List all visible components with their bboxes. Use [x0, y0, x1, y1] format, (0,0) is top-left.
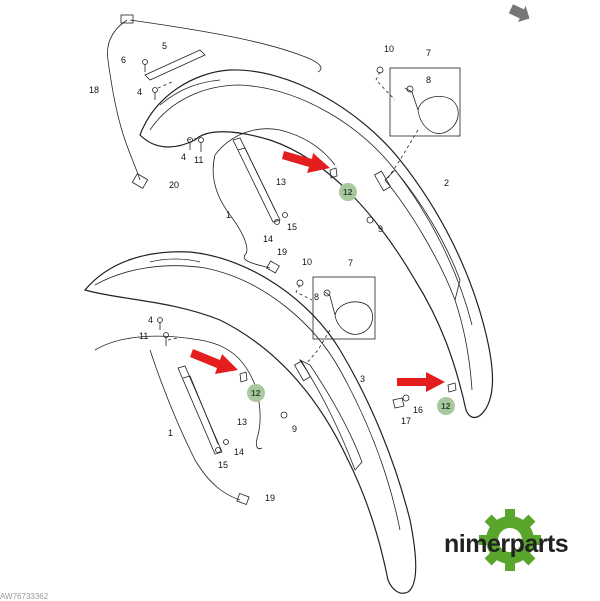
callout-12-b: 12 [251, 388, 261, 398]
callout-15-lower: 15 [218, 460, 228, 470]
wiring-harness-1-lower [94, 335, 263, 505]
callout-11-upper: 11 [194, 155, 203, 165]
bracket-13-lower [177, 365, 223, 455]
callout-20: 20 [169, 180, 179, 190]
callout-7-upper: 7 [426, 48, 431, 58]
fender-lower [83, 251, 417, 594]
callout-19-lower: 19 [265, 493, 275, 503]
gear-icon [479, 509, 541, 571]
fasteners [142, 59, 457, 453]
callout-12-c: 12 [441, 401, 451, 411]
strip-5 [144, 49, 206, 81]
pointer-arrow-upper [282, 151, 330, 173]
diagram-code: AW76733362 [0, 592, 49, 601]
highlight-circle-12-a [339, 183, 357, 201]
wiring-harness-18 [107, 14, 322, 189]
callout-1-lower: 1 [168, 428, 173, 438]
callout-10-lower: 10 [302, 257, 312, 267]
callout-labels: 5 6 4 18 4 11 20 10 7 8 2 13 12 1 15 9 1… [89, 41, 451, 503]
callout-13-upper: 13 [276, 177, 286, 187]
callout-11-lower: 11 [139, 331, 148, 341]
highlight-circle-12-b [247, 384, 265, 402]
callout-10-upper: 10 [384, 44, 394, 54]
callout-12-a: 12 [343, 187, 353, 197]
callout-8-upper: 8 [426, 75, 431, 85]
callout-2: 2 [444, 178, 449, 188]
lamp-lower-box [312, 276, 376, 340]
highlight-circle-12-c [437, 397, 455, 415]
callout-9-lower: 9 [292, 424, 297, 434]
callout-9-upper: 9 [378, 224, 383, 234]
callout-7-lower: 7 [348, 258, 353, 268]
wiring-harness-1-upper [212, 128, 336, 274]
callout-4-upper-b: 4 [181, 152, 186, 162]
callout-15-upper: 15 [287, 222, 297, 232]
callout-3: 3 [360, 374, 365, 384]
callout-14-lower: 14 [234, 447, 244, 457]
callout-5: 5 [162, 41, 167, 51]
lamp-upper-box [389, 67, 461, 137]
callout-8-lower: 8 [314, 292, 319, 302]
pointer-arrow-lower-right [397, 372, 445, 392]
pointer-arrow-lower-left [190, 349, 238, 374]
callout-1-upper: 1 [226, 210, 231, 220]
callout-16: 16 [413, 405, 423, 415]
callout-19-upper: 19 [277, 247, 287, 257]
leader-lines [157, 71, 419, 365]
callout-17: 17 [401, 416, 411, 426]
callout-18: 18 [89, 85, 99, 95]
fender-upper [139, 69, 494, 419]
callout-13-lower: 13 [237, 417, 247, 427]
callout-6: 6 [121, 55, 126, 65]
callout-4-lower: 4 [148, 315, 153, 325]
callout-14-upper: 14 [263, 234, 273, 244]
callout-4-upper-a: 4 [137, 87, 142, 97]
arrow-down-right-icon[interactable] [507, 1, 534, 26]
bracket-13-upper [232, 137, 281, 223]
brand-logo-text[interactable]: nimerparts [444, 530, 569, 558]
